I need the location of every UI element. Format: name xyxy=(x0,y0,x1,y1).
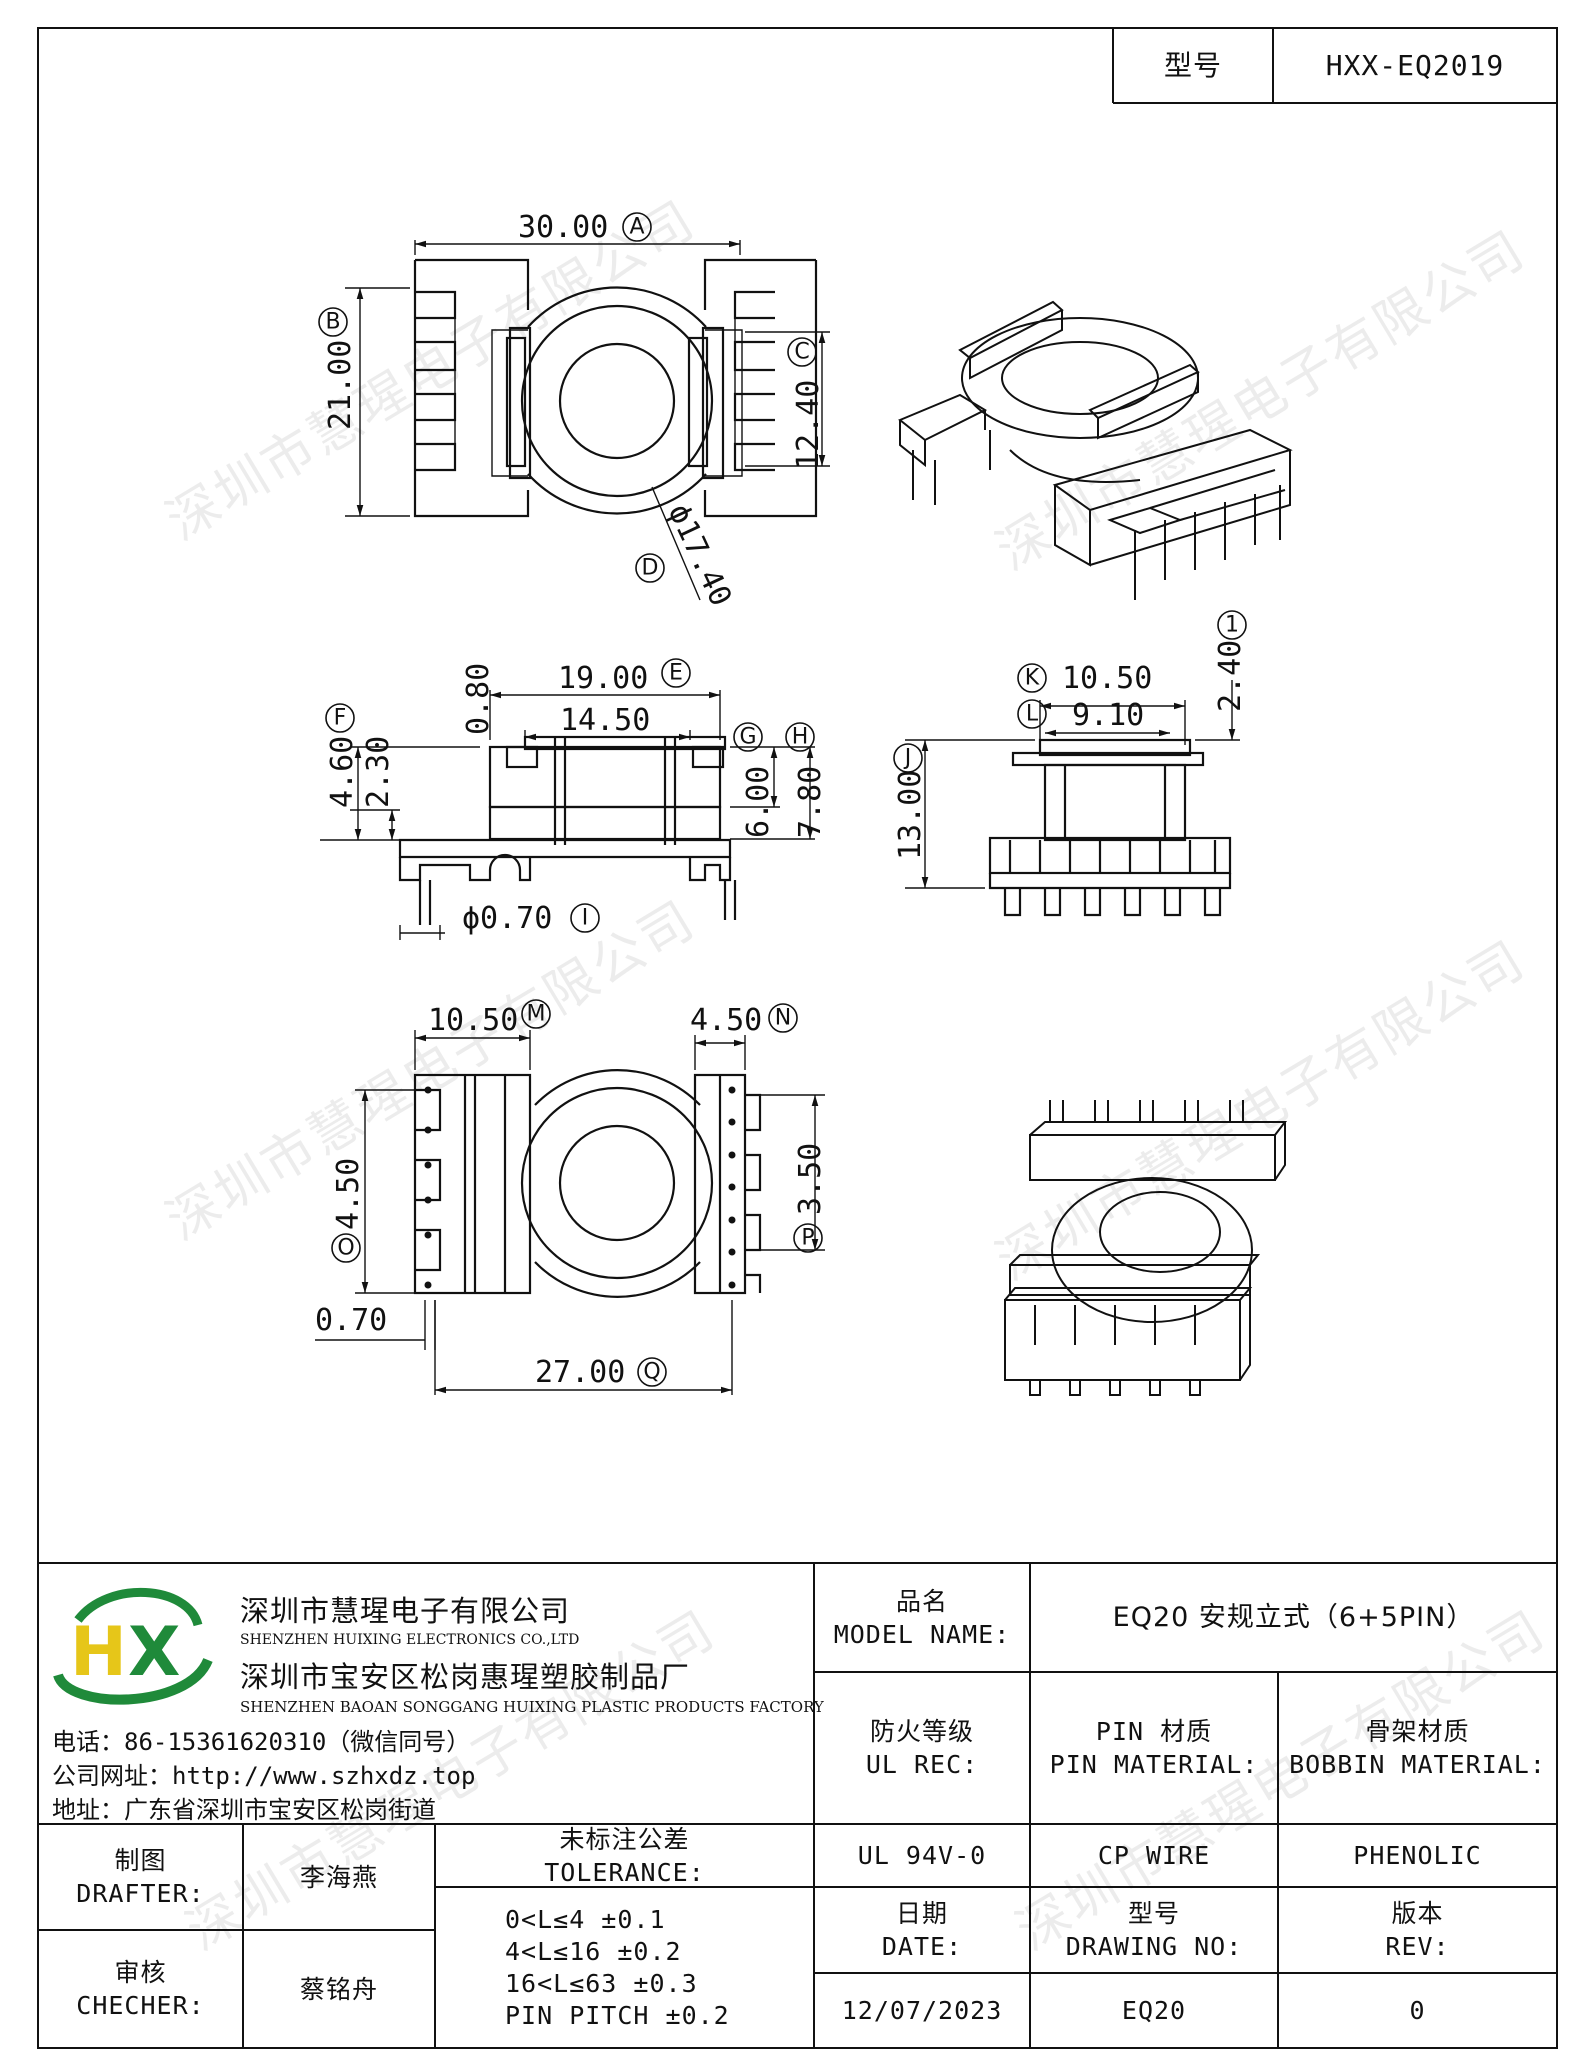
marker-o: O xyxy=(337,1236,354,1261)
tolerance-row: PIN PITCH ±0.2 xyxy=(505,2000,730,2030)
drawing-no-label: 型号 DRAWING NO: xyxy=(1065,1899,1243,1961)
technical-drawing: 30.00 21.00 12.40 ϕ17.40 19.00 14.50 0.8… xyxy=(315,210,1293,1396)
dim-h: 7.80 xyxy=(793,766,828,838)
date-label: 日期 DATE: xyxy=(881,1899,963,1961)
model-value: HXX-EQ2019 xyxy=(1325,49,1505,82)
marker-1: 1 xyxy=(1225,613,1239,638)
marker-c: C xyxy=(794,340,809,365)
dim-b: 21.00 xyxy=(323,340,358,430)
marker-h: H xyxy=(792,725,809,750)
marker-m: M xyxy=(527,1002,546,1027)
drawing-no-value: EQ20 xyxy=(1121,1996,1187,2025)
factory-name-cn: 深圳市宝安区松岗惠瑆塑胶制品厂 xyxy=(240,1660,691,1694)
reference-markers: A B C D E F G H I K L J 1 M N O P Q xyxy=(318,212,1247,1387)
bobbin-material-label: 骨架材质 BOBBIN MATERIAL: xyxy=(1289,1717,1546,1779)
company-phone: 电话：86-15361620310（微信同号） xyxy=(52,1728,471,1756)
marker-a: A xyxy=(629,215,644,240)
isometric-view-top xyxy=(898,300,1293,600)
bottom-view xyxy=(413,1069,762,1298)
marker-f: F xyxy=(334,706,347,731)
marker-k: K xyxy=(1025,666,1040,691)
date-value: 12/07/2023 xyxy=(841,1996,1003,2025)
marker-g: G xyxy=(739,725,756,750)
dim-f2: 2.30 xyxy=(361,736,396,808)
model-name-value: EQ20 安规立式（6+5PIN） xyxy=(1112,1602,1475,1633)
dim-a: 30.00 xyxy=(518,210,608,245)
marker-b: B xyxy=(325,310,340,335)
front-view xyxy=(398,735,737,925)
drafter-name: 李海燕 xyxy=(299,1862,378,1892)
dim-e3: 0.80 xyxy=(461,663,496,735)
company-name-cn: 深圳市慧瑆电子有限公司 xyxy=(240,1594,571,1628)
tolerance-row: 4<L≤16 ±0.2 xyxy=(505,1936,682,1966)
company-website: 公司网址：http://www.szhxdz.top xyxy=(52,1762,476,1790)
model-label: 型号 xyxy=(1163,49,1222,82)
dim-n: 4.50 xyxy=(690,1003,762,1038)
dim-o: 4.50 xyxy=(331,1158,366,1230)
marker-j: J xyxy=(903,746,912,771)
marker-q: Q xyxy=(643,1360,660,1385)
dim-f: 4.60 xyxy=(325,736,360,808)
pin-material-label: PIN 材质 PIN MATERIAL: xyxy=(1049,1717,1259,1779)
marker-d: D xyxy=(642,556,659,581)
rev-label: 版本 REV: xyxy=(1385,1899,1450,1961)
logo-h: H xyxy=(70,1613,127,1692)
company-logo: H X xyxy=(53,1588,213,1705)
tolerance-list: 0<L≤4 ±0.1 4<L≤16 ±0.2 16<L≤63 ±0.3 PIN … xyxy=(505,1887,805,2048)
company-name-en: SHENZHEN HUIXING ELECTRONICS CO.,LTD xyxy=(240,1632,580,1648)
factory-name-en: SHENZHEN BAOAN SONGGANG HUIXING PLASTIC … xyxy=(240,1698,824,1716)
dim-j: 13.00 xyxy=(893,770,928,860)
marker-i: I xyxy=(582,906,589,931)
ul-rec-label: 防火等级 UL REC: xyxy=(865,1717,979,1779)
dim-g: 6.00 xyxy=(741,766,776,838)
dim-p: 3.50 xyxy=(793,1143,828,1215)
dim-i: ϕ0.70 xyxy=(462,901,552,936)
dim-o2: 0.70 xyxy=(315,1303,387,1338)
tolerance-label: 未标注公差 TOLERANCE: xyxy=(544,1824,705,1887)
dim-c: 12.40 xyxy=(791,380,826,470)
dim-l: 9.10 xyxy=(1072,698,1144,733)
dim-e2: 14.50 xyxy=(560,703,650,738)
model-name-label: 品名 MODEL NAME: xyxy=(833,1586,1011,1649)
marker-l: L xyxy=(1026,702,1039,727)
marker-p: P xyxy=(801,1226,814,1251)
company-address: 地址：广东省深圳市宝安区松岗街道 xyxy=(52,1796,436,1824)
ul-value: UL 94V-0 xyxy=(857,1841,987,1870)
bobbin-value: PHENOLIC xyxy=(1353,1841,1482,1870)
isometric-view-bottom xyxy=(1004,1100,1288,1396)
rev-value: 0 xyxy=(1409,1996,1426,2025)
pin-value: CP WIRE xyxy=(1097,1841,1211,1870)
side-view xyxy=(988,738,1232,917)
drafter-label: 制图 DRAFTER: xyxy=(76,1846,205,1908)
logo-x: X xyxy=(128,1613,180,1692)
dim-e: 19.00 xyxy=(558,661,648,696)
checker-label: 审核 CHECHER: xyxy=(76,1958,205,2020)
dim-k: 10.50 xyxy=(1062,661,1152,696)
dim-k1: 2.40 xyxy=(1213,640,1248,712)
dim-q: 27.00 xyxy=(535,1355,625,1390)
tolerance-row: 16<L≤63 ±0.3 xyxy=(505,1968,698,1998)
dim-m: 10.50 xyxy=(428,1003,518,1038)
marker-e: E xyxy=(669,661,683,686)
tolerance-row: 0<L≤4 ±0.1 xyxy=(505,1904,666,1934)
top-view xyxy=(413,258,818,518)
marker-n: N xyxy=(775,1006,791,1031)
checker-name: 蔡铭舟 xyxy=(299,1974,378,2004)
